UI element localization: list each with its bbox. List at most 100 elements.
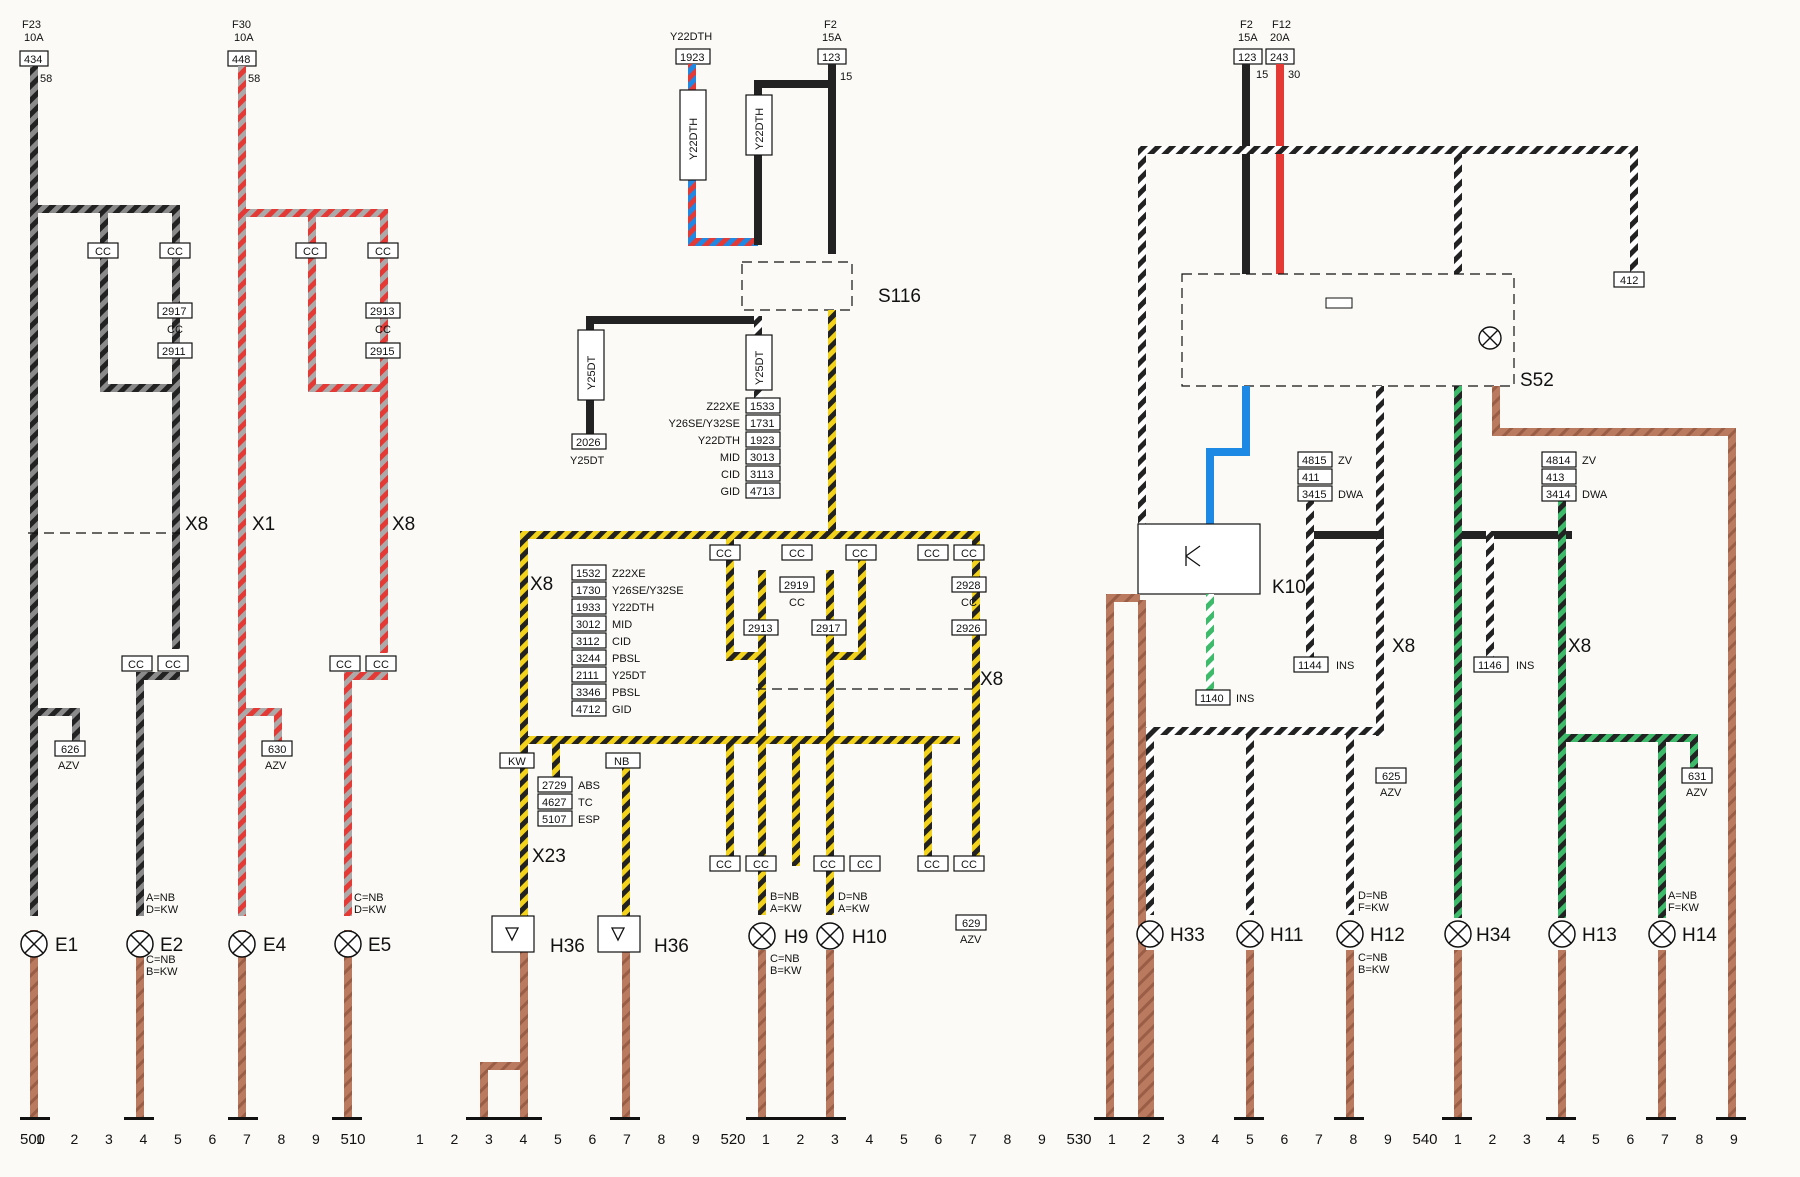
wire-h36-ground-loop2 bbox=[480, 1062, 488, 1118]
box-626 bbox=[54, 740, 86, 757]
scale-group-end: 510 bbox=[341, 1131, 366, 1148]
cc-box-22 bbox=[917, 855, 949, 872]
zv1-table-number: 4815 bbox=[1302, 455, 1326, 467]
wire-h14 bbox=[1658, 734, 1666, 918]
scale-tick-label: 3 bbox=[105, 1131, 113, 1147]
relay-k10 bbox=[1137, 523, 1261, 595]
box-631 bbox=[1681, 767, 1713, 784]
led-h36-a bbox=[491, 915, 535, 953]
connector-x8-3: X8 bbox=[530, 574, 553, 595]
cc-box-21 bbox=[849, 855, 881, 872]
cc-box-2 bbox=[159, 242, 191, 259]
fuse-f12-pin: 30 bbox=[1288, 69, 1300, 81]
scale-tick-label: 2 bbox=[797, 1131, 805, 1147]
zv1-table-variant: ZV bbox=[1338, 455, 1353, 467]
cc-label-5: CC bbox=[165, 659, 181, 671]
ground-bus bbox=[20, 1117, 1746, 1120]
cc-label-12: CC bbox=[789, 548, 805, 560]
scale-tick-label: 3 bbox=[485, 1131, 493, 1147]
ground-bar-12 bbox=[1546, 1117, 1576, 1120]
box-2917b bbox=[811, 619, 847, 636]
s116-table-cell bbox=[745, 397, 781, 414]
wire-h33-left bbox=[1138, 600, 1146, 1118]
scale-tick-label: 1 bbox=[762, 1131, 770, 1147]
box-1923-label: 1923 bbox=[680, 52, 704, 64]
scale-tick-label: 6 bbox=[589, 1131, 597, 1147]
fuse-f12-name: F12 bbox=[1272, 19, 1291, 31]
wire-h36-b bbox=[622, 765, 630, 930]
scale-tick-label: 3 bbox=[1523, 1131, 1531, 1147]
wire-49a bbox=[1454, 146, 1462, 274]
h9-variant-b: B=NB bbox=[770, 891, 799, 903]
box-2926-label: 2926 bbox=[956, 623, 980, 635]
bus-h14-top bbox=[1558, 734, 1698, 742]
wire-e2 bbox=[136, 672, 144, 916]
x8-table-number: 1532 bbox=[576, 568, 600, 580]
wire-h13-ground bbox=[1558, 950, 1566, 1118]
s116-table-number: 1731 bbox=[750, 418, 774, 430]
wire-y22dth-join bbox=[688, 238, 758, 246]
connector-x8-5: X8 bbox=[1392, 636, 1415, 657]
cc-box-1 bbox=[87, 242, 119, 259]
ground-bar-5 bbox=[466, 1117, 542, 1120]
cc-box-15 bbox=[917, 544, 949, 561]
zv2-table-cell bbox=[1541, 485, 1577, 502]
wire-cc-b2 bbox=[826, 652, 866, 660]
wire-631 bbox=[1690, 734, 1698, 770]
box-1144-label: 1144 bbox=[1298, 660, 1322, 672]
x8-table-variant: CID bbox=[612, 636, 631, 648]
s116-table-cell bbox=[745, 482, 781, 499]
lamp-h9-cross bbox=[752, 926, 772, 946]
cc-label-4: CC bbox=[128, 659, 144, 671]
wire-h34-ground bbox=[1454, 950, 1462, 1118]
label-e2: E2 bbox=[160, 935, 183, 956]
h9-variant-c: C=NB bbox=[770, 953, 800, 965]
scale-tick-label: 5 bbox=[1592, 1131, 1600, 1147]
scale-tick-label: 1 bbox=[1454, 1131, 1462, 1147]
fuse-f12-num: 243 bbox=[1270, 52, 1288, 64]
lamp-h34-cross bbox=[1448, 924, 1468, 944]
cc-box-19 bbox=[745, 855, 777, 872]
wire-e5 bbox=[344, 672, 352, 916]
zv1-table-cell bbox=[1297, 451, 1333, 468]
box-1140-label: 1140 bbox=[1200, 693, 1224, 705]
ground-bar-4 bbox=[332, 1117, 362, 1120]
wire-h11 bbox=[1246, 727, 1254, 915]
scale-tick-label: 5 bbox=[1246, 1131, 1254, 1147]
wire-e4-main bbox=[238, 66, 246, 916]
scale-tick-label: 5 bbox=[900, 1131, 908, 1147]
h12-variant-f: F=KW bbox=[1358, 902, 1389, 914]
wire-h10-ground bbox=[826, 950, 834, 1118]
ground-bar-11 bbox=[1442, 1117, 1472, 1120]
x8-table-number: 2111 bbox=[576, 670, 599, 682]
box-2917b-label: 2917 bbox=[816, 623, 840, 635]
tag-y25dt-text: Y25DT bbox=[586, 355, 598, 390]
wire-e1-azv bbox=[30, 708, 80, 716]
scale-group-end: 540 bbox=[1413, 1131, 1438, 1148]
wire-e5-ground bbox=[344, 930, 352, 1118]
wire-e2-ground bbox=[136, 930, 144, 1118]
azv-label-4: AZV bbox=[1380, 787, 1402, 799]
wire-s52-31-down bbox=[1728, 428, 1736, 1118]
tag-y22dth-2-text: Y22DTH bbox=[754, 108, 766, 150]
fuse-f2-a-pin: 15 bbox=[840, 71, 852, 83]
cc-box-5 bbox=[157, 655, 189, 672]
box-1146-label: 1146 bbox=[1478, 660, 1502, 672]
h9-variant-b2: B=KW bbox=[770, 965, 802, 977]
wire-f2-black bbox=[828, 64, 836, 254]
box-2911-label: 2911 bbox=[162, 346, 186, 358]
scale-tick-label: 1 bbox=[36, 1131, 44, 1147]
h10-variant-d: D=NB bbox=[838, 891, 868, 903]
connector-x8-4: X8 bbox=[980, 669, 1003, 690]
fuse-f23-pin: 58 bbox=[40, 73, 52, 85]
scale-tick-label: 7 bbox=[1315, 1131, 1323, 1147]
label-h13: H13 bbox=[1582, 925, 1617, 946]
wire-s52-31-h bbox=[1492, 428, 1736, 436]
tag-y22dth-2 bbox=[745, 94, 773, 156]
fuse-f2-b-name: F2 bbox=[1240, 19, 1253, 31]
e5-variant-c: C=NB bbox=[354, 892, 384, 904]
wire-h10-b bbox=[792, 736, 800, 866]
